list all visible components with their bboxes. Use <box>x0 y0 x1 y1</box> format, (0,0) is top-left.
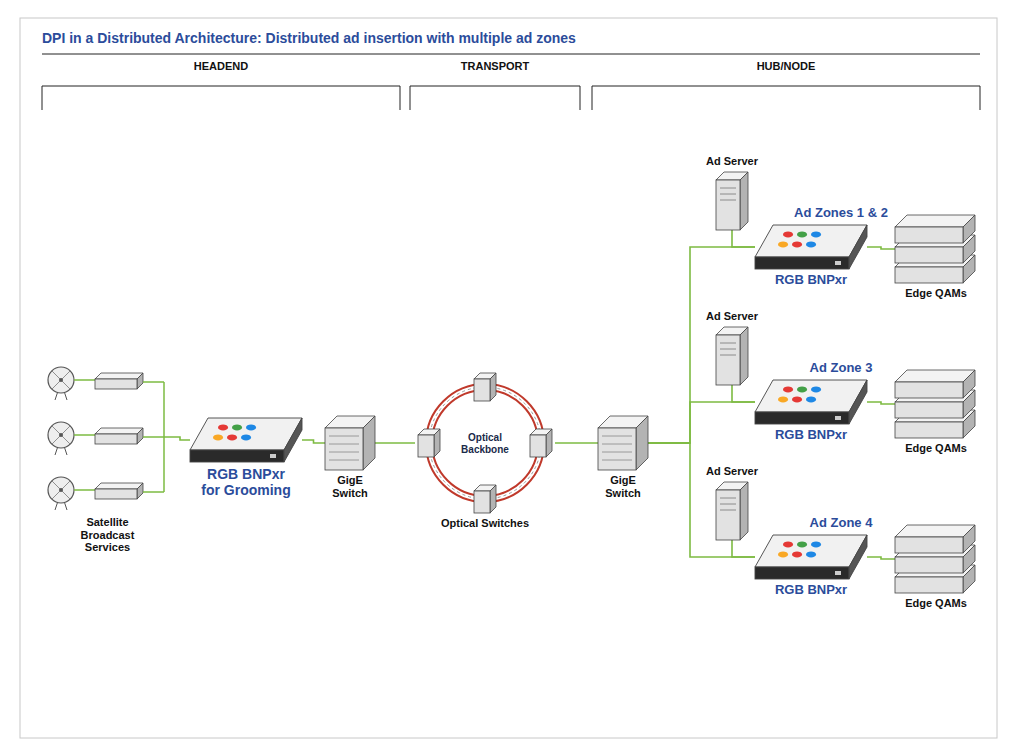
edge-qam-stack: Edge QAMs <box>895 525 977 593</box>
node-label: Optical Backbone <box>454 432 516 455</box>
edge-qam-stack: Edge QAMs <box>895 215 977 283</box>
section-bracket <box>42 86 400 110</box>
gige-switch-icon <box>598 416 648 470</box>
section-bracket <box>592 86 980 110</box>
network-link <box>867 557 895 559</box>
node-label: RGB BNPxr for Grooming <box>197 466 295 498</box>
network-link <box>648 443 755 557</box>
network-link <box>867 247 895 249</box>
network-link <box>732 385 755 402</box>
node-label: Optical Switches <box>441 517 529 530</box>
satellite-receivers: Satellite Broadcast Services <box>45 362 170 512</box>
bnpxr-device-icon <box>755 225 867 269</box>
gige-switch-icon <box>325 416 375 470</box>
bnpxr-device: Ad Zone 3RGB BNPxr <box>755 380 867 424</box>
ad-server: Ad Server <box>716 172 748 230</box>
network-link <box>732 230 755 247</box>
ad-server: Ad Server <box>716 327 748 385</box>
satellite-receivers-icon <box>45 362 170 512</box>
title-rule <box>42 54 980 55</box>
node-label: Ad Zones 1 & 2 <box>794 206 888 221</box>
network-link <box>555 442 598 444</box>
ad-server-icon <box>716 482 748 540</box>
ad-server: Ad Server <box>716 482 748 540</box>
node-label: GigE Switch <box>598 474 648 499</box>
section-label: HUB/NODE <box>757 60 816 72</box>
node-label: RGB BNPxr <box>775 273 847 288</box>
section-bracket <box>410 86 580 110</box>
node-label: Satellite Broadcast Services <box>72 516 144 554</box>
bnpxr-device-icon <box>755 535 867 579</box>
gige-switch: GigE Switch <box>325 416 375 470</box>
network-link <box>648 402 755 443</box>
network-link <box>867 402 895 404</box>
bnpxr-device: Ad Zone 4RGB BNPxr <box>755 535 867 579</box>
bnpxr-device: Ad Zones 1 & 2RGB BNPxr <box>755 225 867 269</box>
node-label: RGB BNPxr <box>775 428 847 443</box>
bnpxr-device: RGB BNPxr for Grooming <box>190 418 302 462</box>
edge-qam-stack-icon <box>895 525 977 593</box>
bnpxr-device-icon <box>190 418 302 462</box>
edge-qam-stack-icon <box>895 215 977 283</box>
ad-server-icon <box>716 172 748 230</box>
optical-ring: Optical BackboneOptical Switches <box>415 373 555 513</box>
network-link <box>732 540 755 557</box>
section-label: TRANSPORT <box>461 60 529 72</box>
network-link <box>170 437 190 440</box>
frame <box>20 18 997 738</box>
node-label: RGB BNPxr <box>775 583 847 598</box>
edge-qam-stack-icon <box>895 370 977 438</box>
network-link <box>302 440 325 443</box>
network-link <box>648 247 755 443</box>
node-label: Ad Server <box>706 155 758 168</box>
diagram-title: DPI in a Distributed Architecture: Distr… <box>42 30 576 46</box>
node-label: Ad Server <box>706 310 758 323</box>
node-label: Ad Zone 3 <box>810 361 873 376</box>
node-label: Edge QAMs <box>905 597 967 610</box>
edge-qam-stack: Edge QAMs <box>895 370 977 438</box>
node-label: Edge QAMs <box>905 442 967 455</box>
network-link <box>375 442 415 444</box>
node-label: Ad Server <box>706 465 758 478</box>
gige-switch: GigE Switch <box>598 416 648 470</box>
ad-server-icon <box>716 327 748 385</box>
node-label: GigE Switch <box>325 474 375 499</box>
section-label: HEADEND <box>194 60 248 72</box>
node-label: Edge QAMs <box>905 287 967 300</box>
node-label: Ad Zone 4 <box>810 516 873 531</box>
bnpxr-device-icon <box>755 380 867 424</box>
